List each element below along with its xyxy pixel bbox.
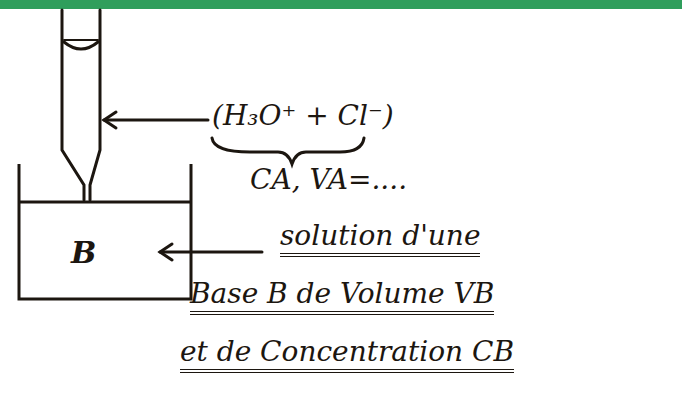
arrow-head [160,244,172,260]
arrow-head [104,112,116,128]
reagent-formula: (H₃O⁺ + Cl⁻) [212,100,394,132]
solution-description: Base B de Volume VB [190,278,494,315]
top-bar [0,0,682,9]
solution-description: et de Concentration CB [180,336,514,373]
burette-wall [90,10,100,200]
beaker-label: B [71,235,96,270]
burette-wall [62,10,84,200]
meniscus [64,39,98,41]
beaker-outline [16,162,194,302]
reagent-quantities: CA, VA=.... [250,164,407,196]
leader-line [104,119,208,122]
brace [212,138,364,164]
solution-description: solution d'une [280,220,480,257]
leader-line [160,251,262,254]
meniscus [64,42,98,49]
beaker: B [16,162,194,302]
